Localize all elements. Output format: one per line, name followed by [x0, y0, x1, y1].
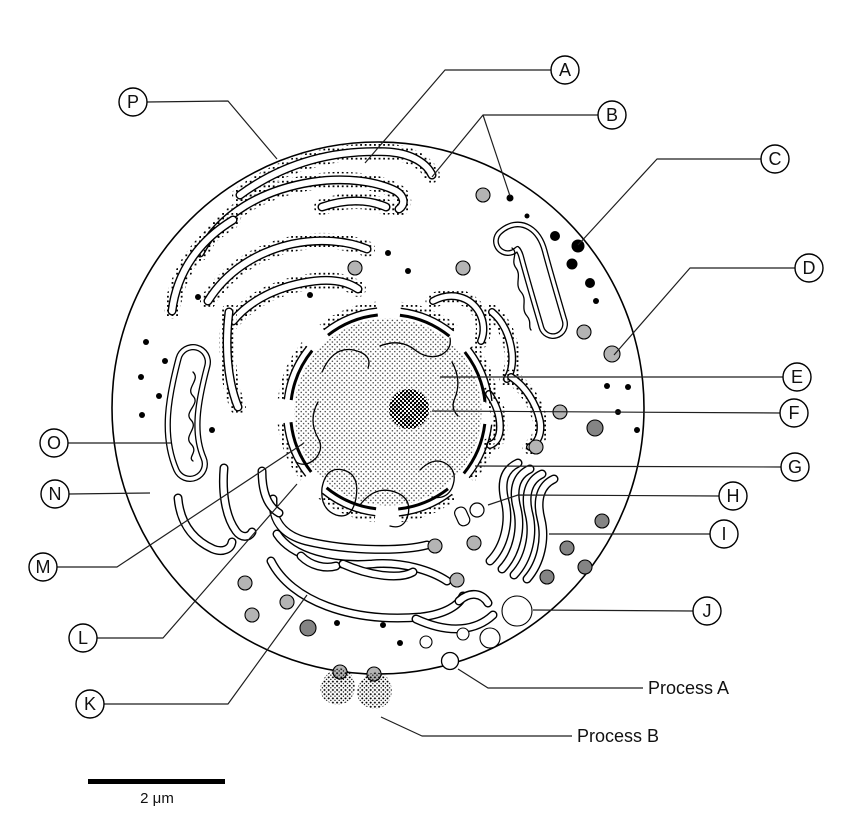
process-b-label: Process B — [577, 726, 659, 746]
label-L-text: L — [78, 628, 88, 648]
leader-lines — [57, 69, 795, 737]
leader-F — [431, 410, 781, 414]
label-O-text: O — [47, 433, 61, 453]
label-M-text: M — [36, 557, 51, 577]
leader-L — [97, 483, 298, 639]
leader-M — [57, 442, 305, 568]
label-H: H — [718, 481, 748, 511]
leader-G — [474, 465, 782, 468]
label-D-text: D — [803, 258, 816, 278]
labels: A B C D E F G H I J K L M N O P — [28, 55, 824, 719]
leader-N — [68, 492, 151, 495]
label-I-text: I — [721, 524, 726, 544]
label-E-text: E — [791, 367, 803, 387]
centrioles — [454, 502, 485, 527]
label-K: K — [75, 689, 105, 719]
scale-bar-label: 2 μm — [140, 790, 174, 807]
process-a-label: Process A — [648, 678, 729, 698]
label-N-text: N — [49, 484, 62, 504]
label-C: C — [760, 144, 790, 174]
secreted-material-process-b — [320, 668, 392, 709]
label-B-text: B — [606, 105, 618, 125]
membrane-vesicle-process-a — [440, 651, 460, 671]
leader-C — [577, 158, 761, 246]
scale-bar-line — [88, 779, 225, 784]
label-P: P — [118, 87, 148, 117]
nucleus — [277, 301, 499, 528]
label-M: M — [28, 552, 58, 582]
dark-granule-cluster — [550, 231, 595, 288]
label-A-text: A — [559, 60, 571, 80]
leader-J — [532, 609, 694, 612]
label-L: L — [68, 623, 98, 653]
label-J-text: J — [703, 601, 712, 621]
label-B: B — [597, 100, 627, 130]
nucleolus — [389, 389, 429, 429]
leader-B-branch — [482, 114, 511, 197]
label-K-text: K — [84, 694, 96, 714]
label-N: N — [40, 479, 70, 509]
label-G: G — [780, 452, 810, 482]
vesicles-white — [419, 595, 533, 649]
nucleoplasm — [294, 318, 482, 506]
mitochondrion-upper-right — [493, 221, 568, 339]
label-P-text: P — [127, 92, 139, 112]
golgi-right-of-nucleus — [454, 458, 559, 608]
label-F: F — [779, 398, 809, 428]
label-J: J — [692, 596, 722, 626]
leader-D — [613, 267, 795, 356]
label-H-text: H — [727, 486, 740, 506]
label-I: I — [709, 519, 739, 549]
label-F-text: F — [789, 403, 800, 423]
leader-process-a — [457, 668, 643, 689]
vesicles-dark — [299, 419, 610, 637]
label-G-text: G — [788, 457, 802, 477]
rough-endoplasmic-reticulum — [164, 143, 440, 415]
label-E: E — [782, 362, 812, 392]
golgi-below-nucleus — [173, 463, 498, 634]
ribosomes-free — [138, 194, 640, 646]
organelle-layer — [138, 143, 640, 709]
label-D: D — [794, 253, 824, 283]
scale-bar: 2 μm — [88, 779, 225, 807]
leader-K — [104, 594, 308, 705]
rough-er-near-nucleus — [425, 288, 548, 455]
label-C-text: C — [769, 149, 782, 169]
leader-P — [146, 100, 278, 160]
leader-process-b — [380, 716, 572, 737]
leader-A — [364, 69, 551, 164]
label-A: A — [550, 55, 580, 85]
label-O: O — [39, 428, 69, 458]
leader-H — [487, 494, 720, 506]
mitochondrion-left — [164, 344, 211, 482]
